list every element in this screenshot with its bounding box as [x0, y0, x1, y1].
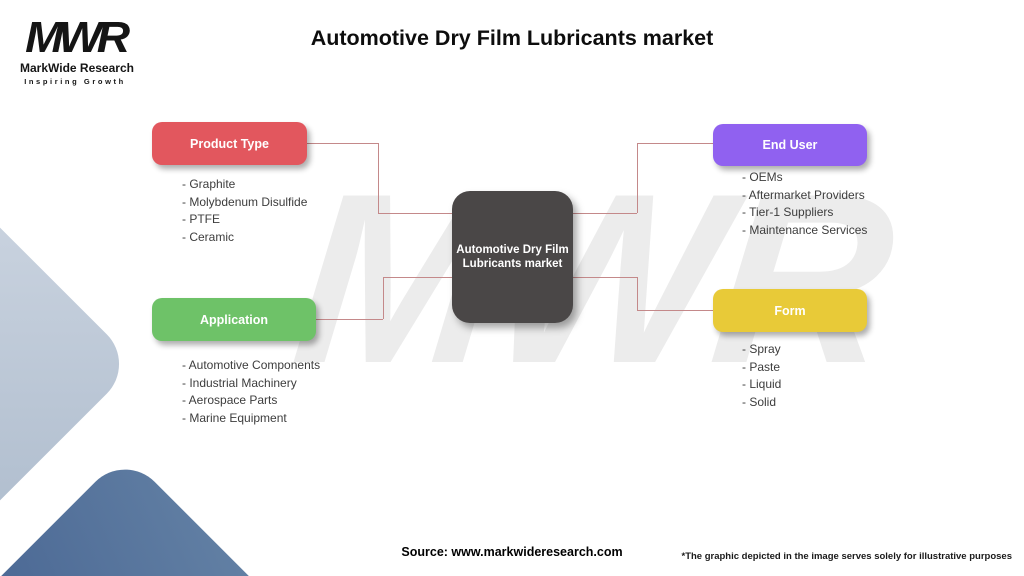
connector-form-segment [573, 277, 637, 278]
list-item: - Industrial Machinery [182, 375, 297, 390]
connector-form-segment [637, 310, 713, 311]
node-application: Application [152, 298, 316, 341]
logo-name: MarkWide Research [20, 61, 134, 75]
end-user-item-list: - OEMs - Aftermarket Providers - Tier-1 … [742, 169, 867, 239]
connector-end-user-segment [637, 143, 638, 213]
list-item: - Spray [742, 342, 781, 356]
source-text: Source: www.markwideresearch.com [401, 545, 623, 559]
connector-product-type-segment [378, 213, 452, 214]
center-node-label-line2: Lubricants market [462, 258, 563, 270]
mwr-logo: MWR MarkWide Research Inspiring Growth [20, 13, 134, 87]
connector-application-segment [316, 319, 383, 320]
list-item: - PTFE [182, 212, 220, 226]
connector-end-user-segment [573, 213, 637, 214]
disclaimer-text: *The graphic depicted in the image serve… [681, 551, 1013, 562]
node-form: Form [713, 289, 867, 332]
list-item: - Aftermarket Providers [742, 187, 865, 202]
center-node-market: Automotive Dry Film Lubricants market [452, 191, 573, 323]
node-label: Product Type [190, 136, 269, 151]
node-end-user: End User [713, 124, 867, 166]
list-item: - Marine Equipment [182, 410, 287, 425]
node-product-type: Product Type [152, 122, 307, 165]
list-item: - Solid [742, 394, 777, 409]
connector-end-user-segment [637, 143, 713, 144]
list-item: - Ceramic [182, 229, 235, 244]
center-node-label-line1: Automotive Dry Film [456, 244, 569, 256]
connector-application-segment [383, 277, 452, 278]
list-item: - Graphite [182, 177, 236, 191]
list-item: - Automotive Components [182, 358, 321, 372]
logo-monogram: MWR [25, 13, 130, 62]
logo-tagline: Inspiring Growth [24, 77, 126, 86]
connector-form-segment [637, 277, 638, 310]
node-label: Application [199, 312, 269, 327]
list-item: - OEMs [742, 170, 783, 184]
product-type-item-list: - Graphite - Molybdenum Disulfide - PTFE… [182, 176, 307, 246]
application-item-list: - Automotive Components - Industrial Mac… [182, 357, 320, 427]
list-item: - Paste [742, 359, 781, 374]
list-item: - Aerospace Parts [182, 393, 278, 407]
node-label: End User [762, 138, 818, 152]
list-item: - Maintenance Services [742, 222, 868, 237]
list-item: - Tier-1 Suppliers [742, 205, 834, 219]
connector-product-type-segment [307, 143, 378, 144]
page-title: Automotive Dry Film Lubricants market [310, 26, 714, 50]
node-label: Form [774, 303, 806, 318]
list-item: - Liquid [742, 377, 782, 391]
form-item-list: - Spray - Paste - Liquid - Solid [742, 341, 781, 411]
connector-application-segment [383, 277, 384, 319]
list-item: - Molybdenum Disulfide [182, 194, 308, 209]
connector-product-type-segment [378, 143, 379, 213]
